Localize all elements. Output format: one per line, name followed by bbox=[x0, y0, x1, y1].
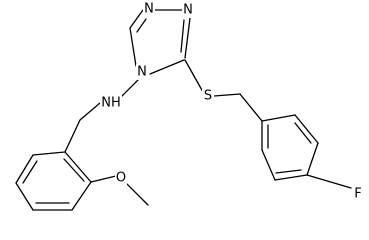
triazole-bond-c3-n4 bbox=[149, 59, 185, 75]
bond-c-o bbox=[90, 175, 117, 183]
triazole-double-c5-n1 bbox=[136, 18, 147, 33]
atom-s: S bbox=[202, 88, 214, 104]
methoxyphenyl-bond-3 bbox=[15, 182, 34, 211]
atom-o: O bbox=[115, 170, 127, 186]
atom-nh-label: NH bbox=[101, 96, 121, 111]
triazole-bond-n4-c5 bbox=[129, 27, 137, 67]
fluorophenyl-bond-3 bbox=[306, 142, 319, 176]
methoxyphenyl-double-c bbox=[63, 158, 85, 182]
triazole-double-n2-c3 bbox=[180, 19, 185, 53]
atom-n2-label: N bbox=[183, 3, 193, 18]
methoxyphenyl-bond-1 bbox=[32, 151, 66, 156]
methoxyphenyl-bond-5 bbox=[71, 181, 92, 211]
bond-c3-s bbox=[184, 59, 204, 93]
fluorophenyl-bond-1 bbox=[261, 114, 296, 122]
fluorophenyl-bond-5 bbox=[261, 149, 276, 181]
methoxyphenyl-bond-2 bbox=[15, 154, 34, 184]
bond-lines bbox=[15, 9, 352, 211]
methoxyphenyl-bond-6 bbox=[64, 151, 92, 183]
bond-o-ch3 bbox=[124, 181, 149, 206]
bond-c-f bbox=[306, 174, 352, 189]
methoxyphenyl-double-a bbox=[22, 160, 38, 184]
bond-ch2-aryl bbox=[239, 93, 263, 122]
atom-f-label: F bbox=[354, 187, 361, 202]
atom-o-label: O bbox=[116, 171, 126, 186]
atom-nh: NH bbox=[100, 95, 122, 111]
molecule-structure-diagram: N N N S NH O F bbox=[15, 1, 364, 211]
fluorophenyl-bond-2 bbox=[294, 114, 319, 144]
bond-s-ch2 bbox=[213, 93, 241, 97]
atom-n1: N bbox=[143, 1, 155, 17]
bond-n4-nh bbox=[120, 79, 139, 98]
fluorophenyl-double-b bbox=[275, 169, 302, 174]
atom-n4: N bbox=[136, 64, 148, 80]
triazole-bond-n2-c3 bbox=[184, 17, 191, 59]
fluorophenyl-double-a bbox=[294, 122, 312, 144]
fluorophenyl-bond-4 bbox=[274, 174, 308, 181]
atom-s-label: S bbox=[204, 89, 212, 104]
atom-n4-label: N bbox=[137, 65, 147, 80]
atom-n1-label: N bbox=[144, 2, 154, 17]
bond-nh-ch2 bbox=[79, 102, 101, 121]
triazole-bond-c5-n1 bbox=[129, 9, 144, 29]
atom-f: F bbox=[352, 186, 364, 202]
atom-n2: N bbox=[182, 2, 194, 18]
bond-ch2-aryl2 bbox=[64, 119, 81, 153]
